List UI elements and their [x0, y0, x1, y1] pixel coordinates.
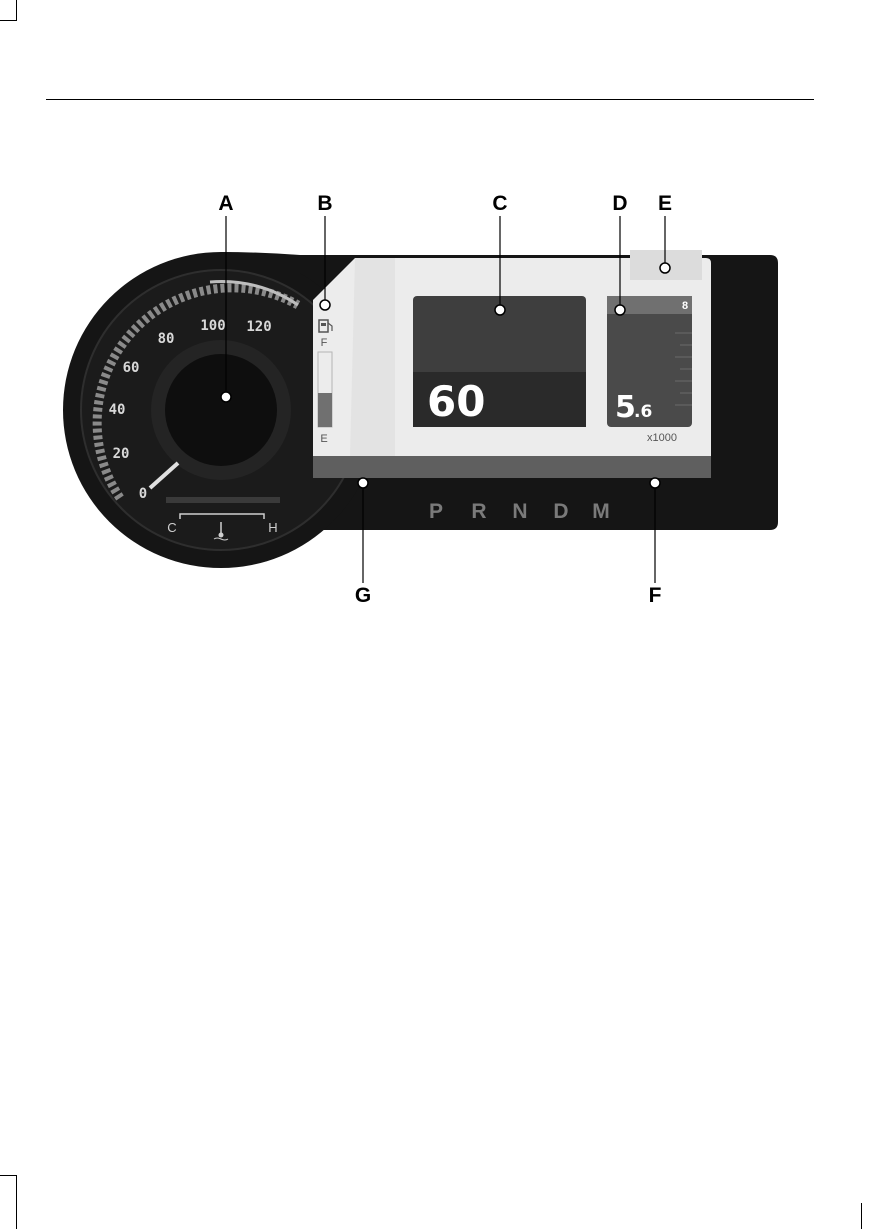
- rpm-value-minor: .6: [634, 402, 652, 422]
- rpm-value-major: 5: [615, 390, 636, 425]
- tachometer: 8 5 .6 x1000: [607, 296, 692, 444]
- callout-dot: [660, 263, 670, 273]
- callout-dot: [650, 478, 660, 488]
- speed-tick-label: 100: [200, 318, 225, 334]
- callout-label: C: [492, 192, 507, 215]
- speed-tick-label: 60: [123, 360, 140, 376]
- callout-label: D: [612, 192, 627, 215]
- speedometer-hub: [165, 354, 277, 466]
- current-gear: 8: [682, 300, 688, 312]
- speed-tick-label: 20: [113, 446, 130, 462]
- speed-tick-label: 80: [158, 331, 175, 347]
- temperature-bar: [166, 497, 280, 503]
- gear-r: R: [471, 500, 486, 523]
- gear-n: N: [512, 500, 527, 523]
- temperature-cold-label: C: [167, 520, 176, 535]
- callout-label: B: [317, 192, 332, 215]
- fuel-level-bar: [318, 393, 332, 427]
- info-strip: [313, 456, 711, 478]
- callout-label: A: [218, 192, 233, 215]
- rpm-unit: x1000: [647, 432, 677, 444]
- speed-tick-label: 0: [139, 486, 147, 502]
- callout-dot: [495, 305, 505, 315]
- digital-speed-value: 60: [427, 377, 485, 426]
- callout-dot: [320, 300, 330, 310]
- gear-d: D: [553, 500, 568, 523]
- callout-dot: [615, 305, 625, 315]
- speed-tick-label: 40: [109, 402, 126, 418]
- gear-m: M: [592, 500, 610, 523]
- speed-tick-label: 120: [246, 319, 271, 335]
- callout-dot: [221, 392, 231, 402]
- temperature-hot-label: H: [268, 520, 277, 535]
- fuel-empty-label: E: [320, 433, 327, 445]
- gear-p: P: [429, 500, 443, 523]
- fuel-full-label: F: [321, 337, 328, 349]
- callout-label: F: [649, 584, 662, 607]
- callout-label: G: [355, 584, 371, 607]
- callout-label: E: [658, 192, 672, 215]
- callout-dot: [358, 478, 368, 488]
